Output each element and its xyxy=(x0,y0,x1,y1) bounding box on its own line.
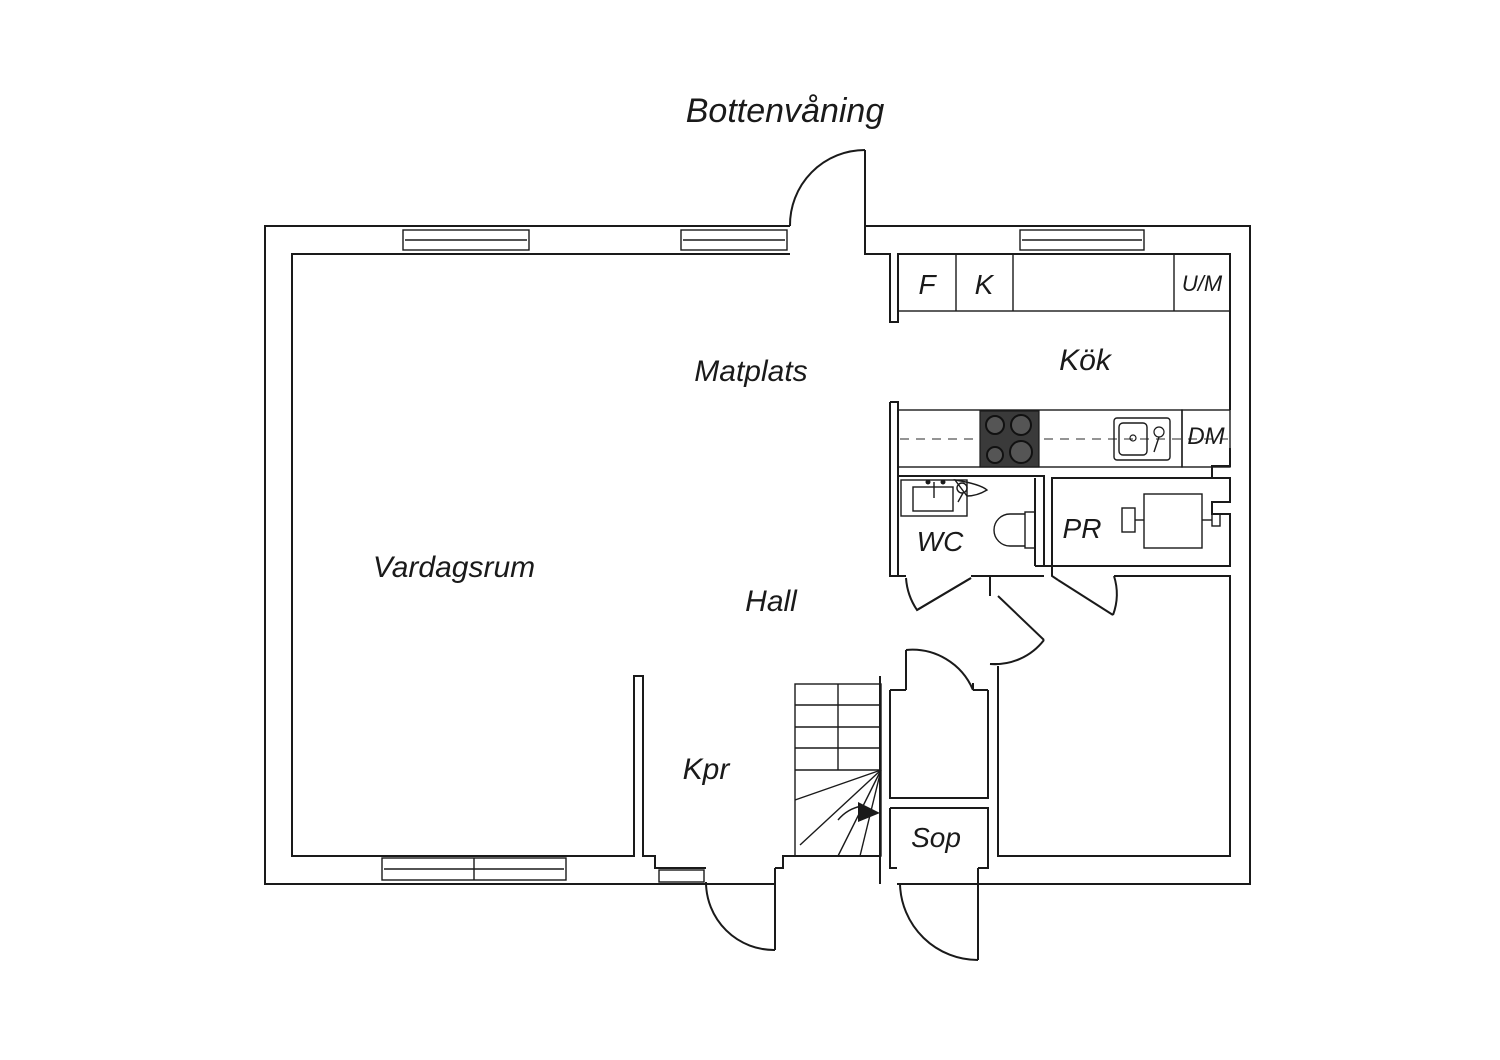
door-main-entrance xyxy=(705,868,776,952)
room-label-wc: WC xyxy=(917,526,964,557)
stove xyxy=(979,410,1040,468)
kitchen-sink xyxy=(1113,417,1171,461)
dishwasher-label: DM xyxy=(1187,423,1224,450)
window-entrance xyxy=(658,869,705,883)
fridge-label: F xyxy=(918,269,937,300)
room-label-kok: Kök xyxy=(1059,344,1113,377)
room-label-sop: Sop xyxy=(911,822,961,853)
kitchen-counter-north: F K U/M xyxy=(897,253,1231,312)
room-label-matplats: Matplats xyxy=(694,355,807,388)
door-north xyxy=(788,149,866,254)
freezer-label: K xyxy=(975,269,995,300)
windows xyxy=(381,229,1145,883)
staircase xyxy=(794,683,882,857)
oven-micro-label: U/M xyxy=(1182,271,1223,296)
room-label-kpr: Kpr xyxy=(683,753,731,786)
exterior-walls xyxy=(264,225,1251,885)
pr-room: PR xyxy=(990,477,1231,857)
wc-room: WC xyxy=(890,475,1045,612)
room-label-pr: PR xyxy=(1063,513,1102,544)
storage-block: Sop xyxy=(879,648,989,961)
floor-title: Bottenvåning xyxy=(686,92,885,130)
door-hall-bedroom xyxy=(989,595,1045,666)
room-label-hall: Hall xyxy=(745,585,798,618)
room-label-vardagsrum: Vardagsrum xyxy=(373,551,535,584)
